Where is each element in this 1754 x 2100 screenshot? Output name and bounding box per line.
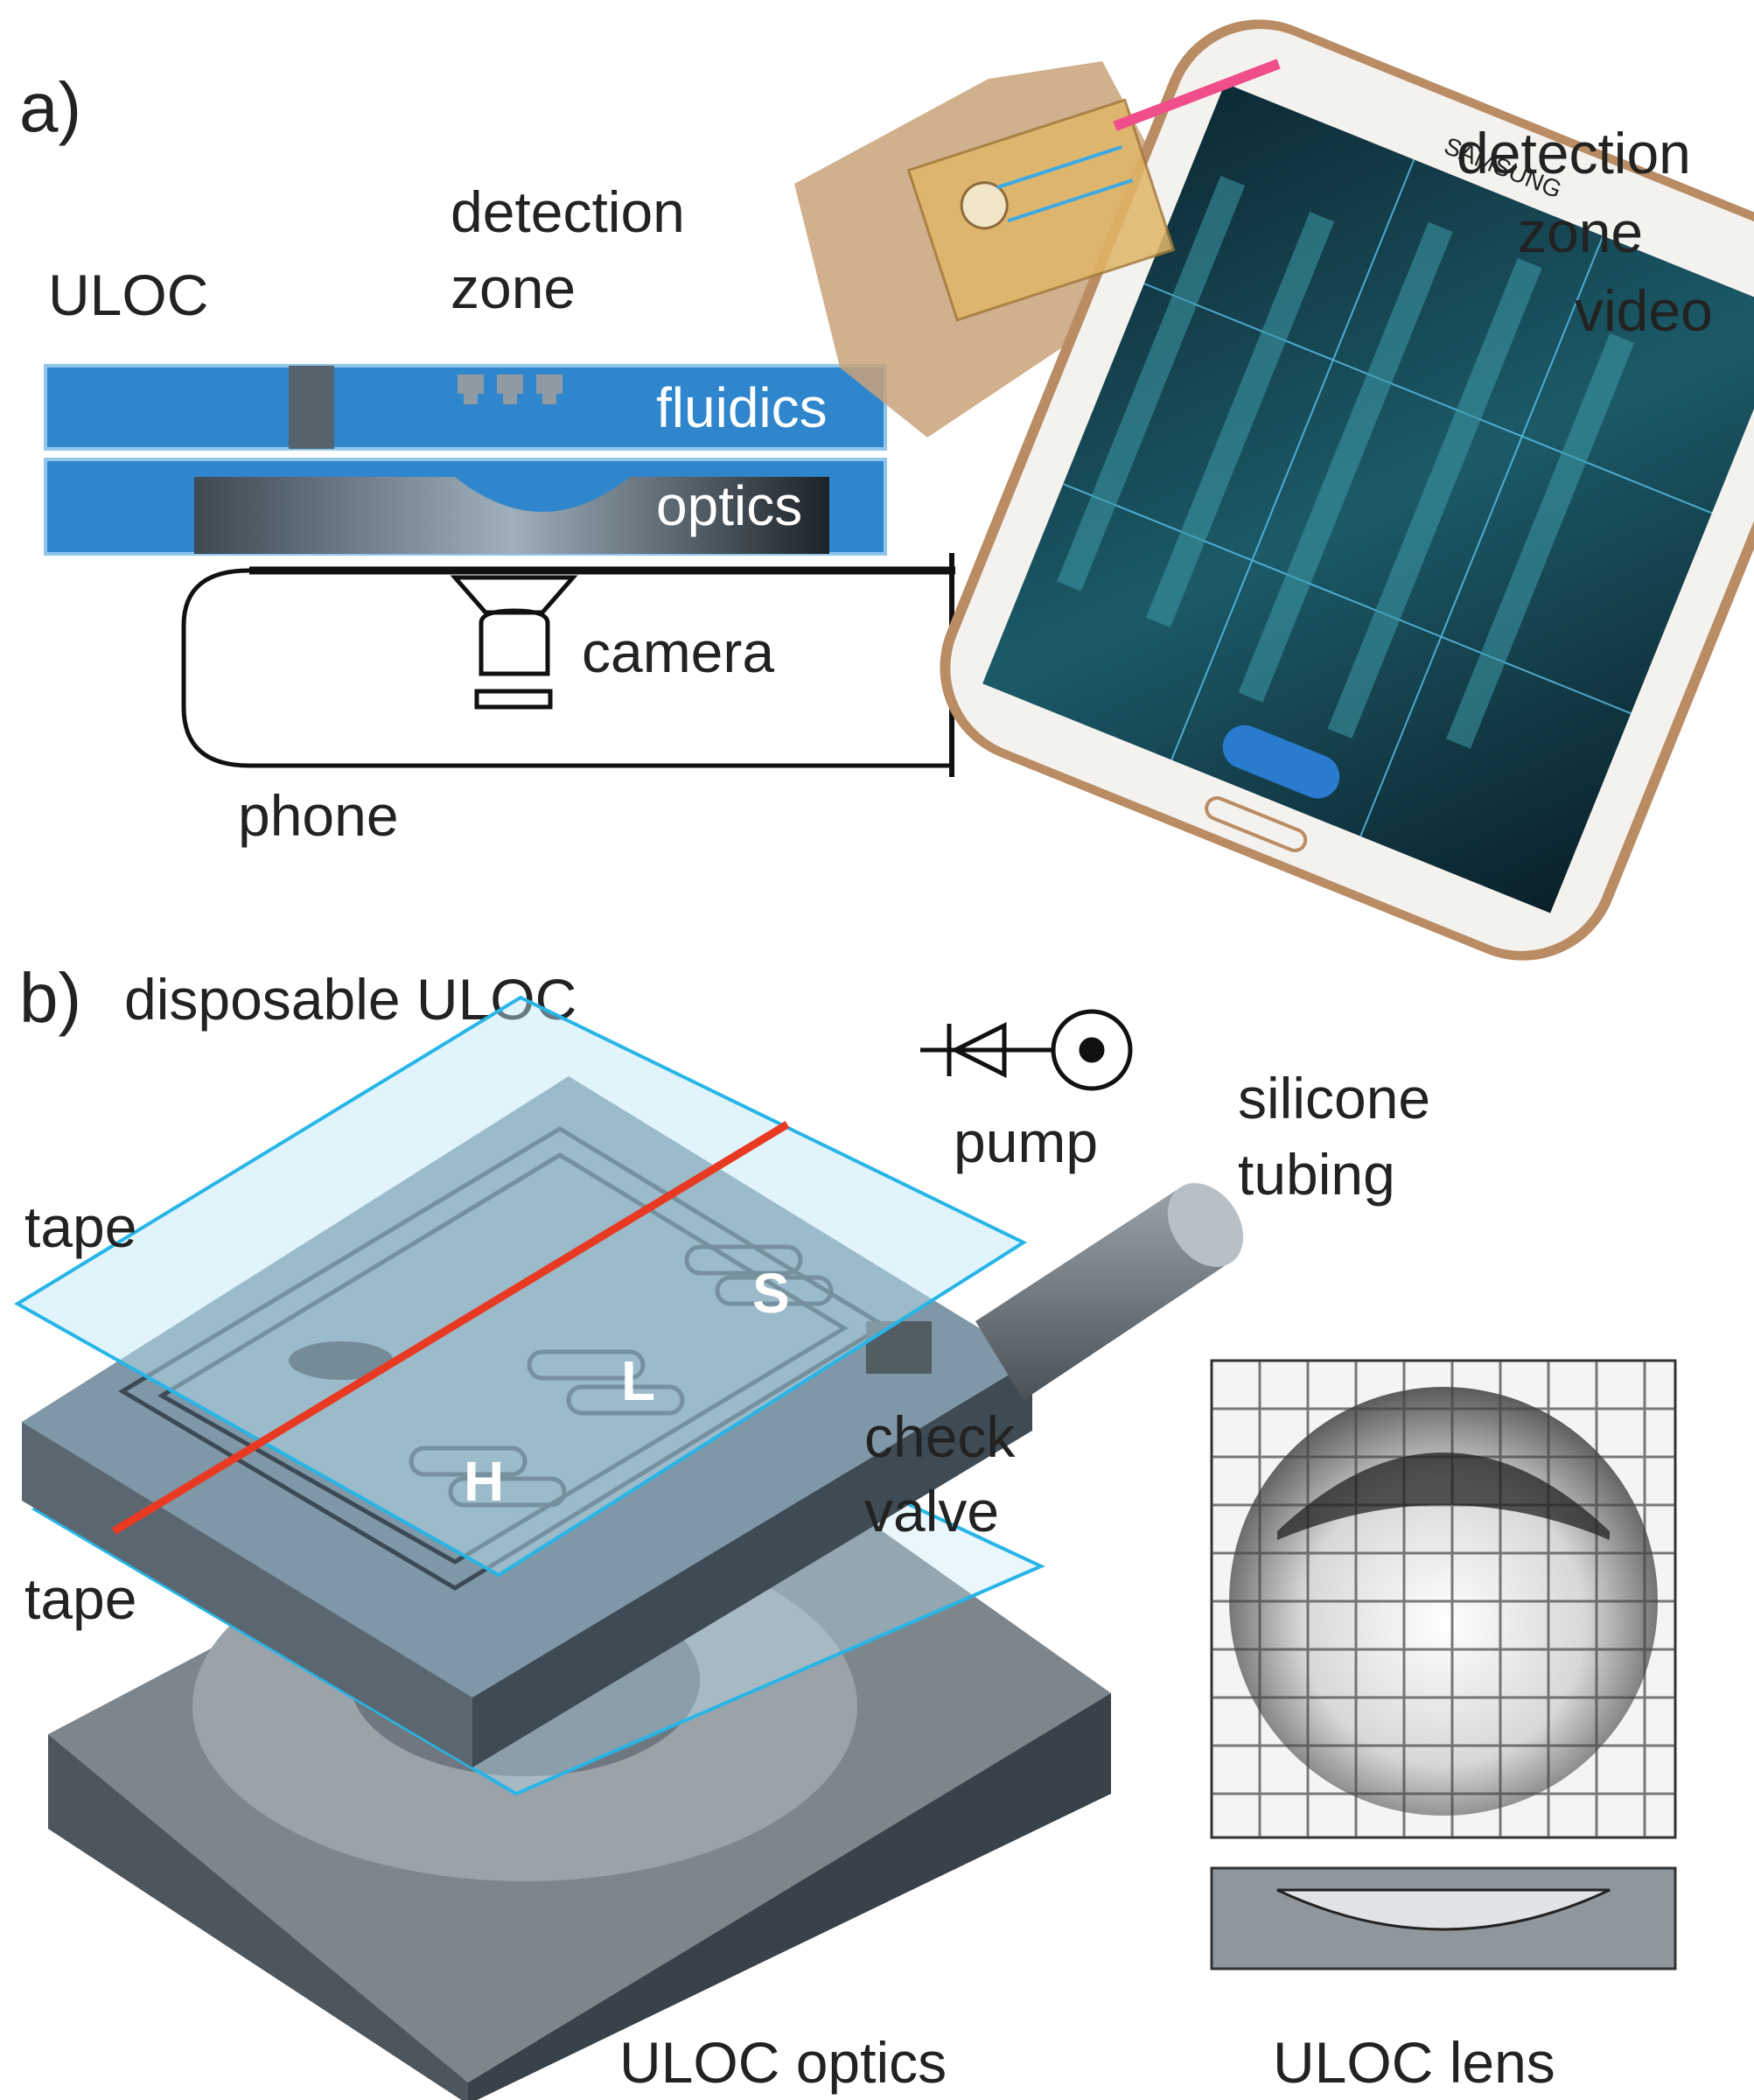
camera-label: camera [582,620,774,684]
silicone-tubing-label-line2: tubing [1238,1142,1395,1207]
optics-layer: optics [44,458,887,556]
check-valve-label-line2: valve [864,1479,999,1544]
phone-label: phone [238,783,399,848]
fluidics-layer: fluidics [44,364,887,451]
tape-bottom-label: tape [24,1566,136,1631]
uloc-attachment [906,59,1281,322]
chamber-s-label: S [752,1262,790,1325]
camera-icon [450,575,578,710]
detection-zone-wells [458,374,563,404]
detection-zone-video-label-line2: zone [1518,200,1643,264]
tape-top-label: tape [24,1194,136,1259]
optics-label: optics [656,474,802,537]
uloc-label: ULOC [48,262,208,327]
chamber-h-label: H [464,1450,504,1513]
uloc-optics-label: ULOC optics [619,2030,947,2095]
uloc-lens-label: ULOC lens [1273,2030,1555,2095]
detection-zone-label-line1: detection [451,179,685,244]
pump-symbol [920,1009,1133,1091]
silicone-tubing-label-line1: silicone [1238,1066,1430,1130]
laser-line [111,1121,790,1535]
detection-zone-label-line2: zone [451,256,576,320]
disposable-uloc-label: disposable ULOC [124,967,577,1032]
screen-channel-pattern [1057,175,1635,749]
phone-outline [181,553,955,777]
smartphone-photo: SAMSUNG [794,19,1754,961]
silicone-tubing [975,1183,1244,1400]
pump-label: pump [954,1110,1098,1174]
fluidics-label: fluidics [656,376,828,439]
optics-lens-cavity [194,477,829,554]
uloc-optics-block [48,1396,1111,2100]
panel-b-label: b) [19,959,81,1037]
check-valve-label-line1: check [864,1404,1016,1469]
detection-zone-video-label-line3: video [1575,278,1713,343]
panel-a-label: a) [19,68,81,146]
detection-zone-video-label-line1: detection [1457,121,1691,186]
uloc-lens-top-view [1210,1359,1677,1839]
fluidic-chip [22,1076,1032,1768]
uloc-lens-side-view [1210,1866,1677,1970]
camera-shutter-button[interactable] [1216,718,1346,805]
chamber-l-label: L [621,1349,655,1412]
home-button[interactable] [1204,794,1309,853]
